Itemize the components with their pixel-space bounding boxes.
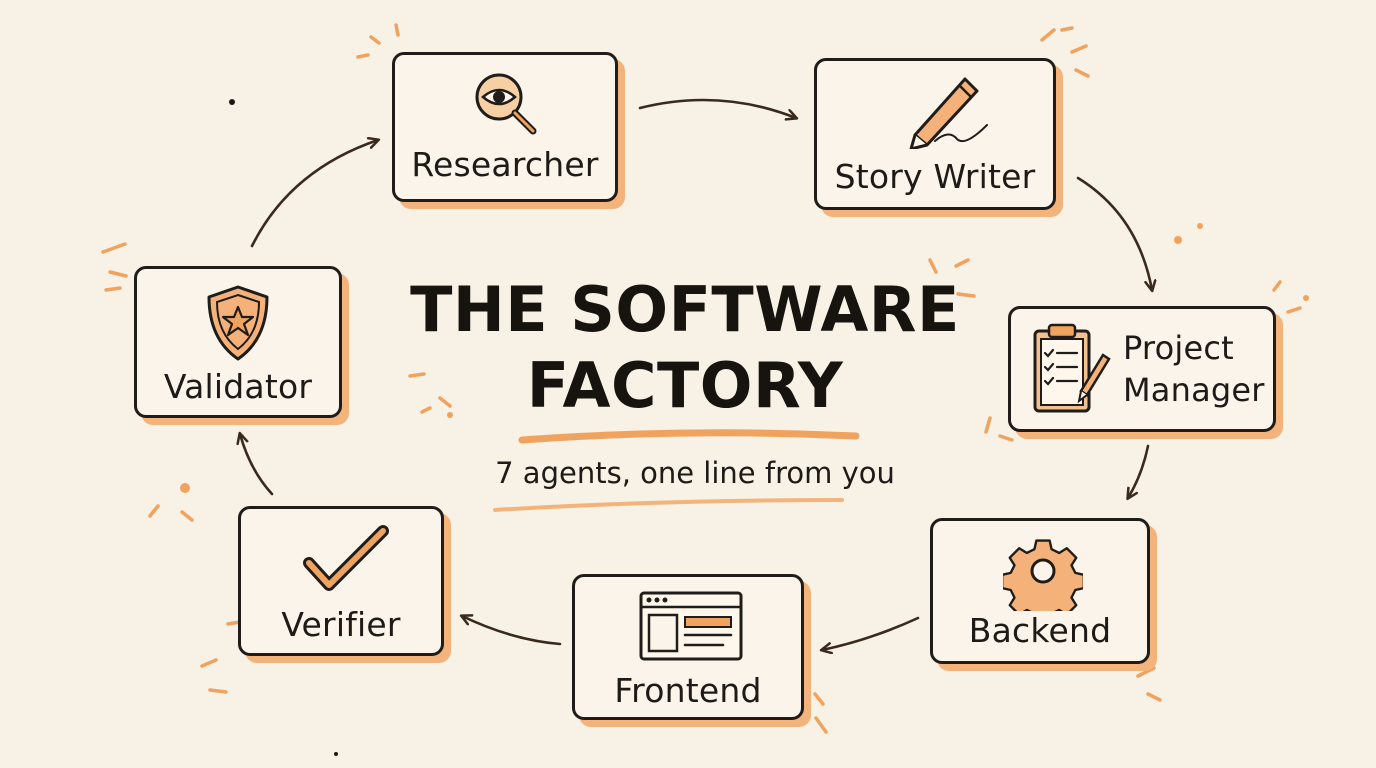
agent-researcher: Researcher bbox=[392, 52, 618, 202]
agent-verifier: Verifier bbox=[238, 506, 444, 656]
decorative-dots bbox=[180, 223, 1309, 493]
clipboard-checklist-icon bbox=[1033, 323, 1111, 413]
arrow-verifier-to-validator bbox=[240, 434, 274, 496]
arrow-researcher-to-story-writer bbox=[638, 98, 796, 118]
arrow-validator-to-researcher bbox=[250, 140, 378, 248]
diagram-subtitle: 7 agents, one line from you bbox=[495, 456, 895, 490]
subtitle-underline bbox=[493, 498, 844, 512]
pencil-icon bbox=[909, 77, 988, 149]
agent-label-line-2: Manager bbox=[1123, 371, 1265, 409]
shield-star-icon bbox=[207, 285, 269, 361]
magnifier-eye-icon bbox=[475, 73, 537, 135]
agent-label: Validator bbox=[163, 367, 313, 406]
agent-label-line-1: Project bbox=[1123, 329, 1234, 367]
agent-label: Frontend bbox=[614, 671, 762, 710]
ink-dot bbox=[334, 752, 338, 756]
arrow-frontend-to-verifier bbox=[462, 616, 562, 646]
agent-validator: Validator bbox=[134, 266, 342, 418]
arrow-story-writer-to-project-manager bbox=[1076, 176, 1152, 290]
agent-label: Story Writer bbox=[834, 157, 1036, 196]
agent-project-manager: Project Manager bbox=[1008, 306, 1276, 432]
title-underline bbox=[518, 429, 860, 444]
diagram-title: THE SOFTWARE FACTORY bbox=[390, 272, 980, 424]
gear-icon bbox=[1003, 539, 1083, 611]
arrow-backend-to-frontend bbox=[822, 616, 920, 650]
agent-frontend: Frontend bbox=[572, 574, 804, 720]
agent-label: Backend bbox=[968, 611, 1112, 650]
checkmark-icon bbox=[303, 525, 389, 591]
agent-story-writer: Story Writer bbox=[814, 58, 1056, 210]
title-line-1: THE SOFTWARE bbox=[410, 273, 960, 346]
agent-label: Researcher bbox=[411, 145, 599, 184]
title-line-2: FACTORY bbox=[526, 349, 844, 422]
agent-label: Verifier bbox=[281, 605, 401, 644]
ink-dot bbox=[229, 99, 235, 105]
browser-window-icon bbox=[639, 591, 743, 661]
arrow-project-manager-to-backend bbox=[1128, 444, 1150, 498]
agent-backend: Backend bbox=[930, 518, 1150, 664]
